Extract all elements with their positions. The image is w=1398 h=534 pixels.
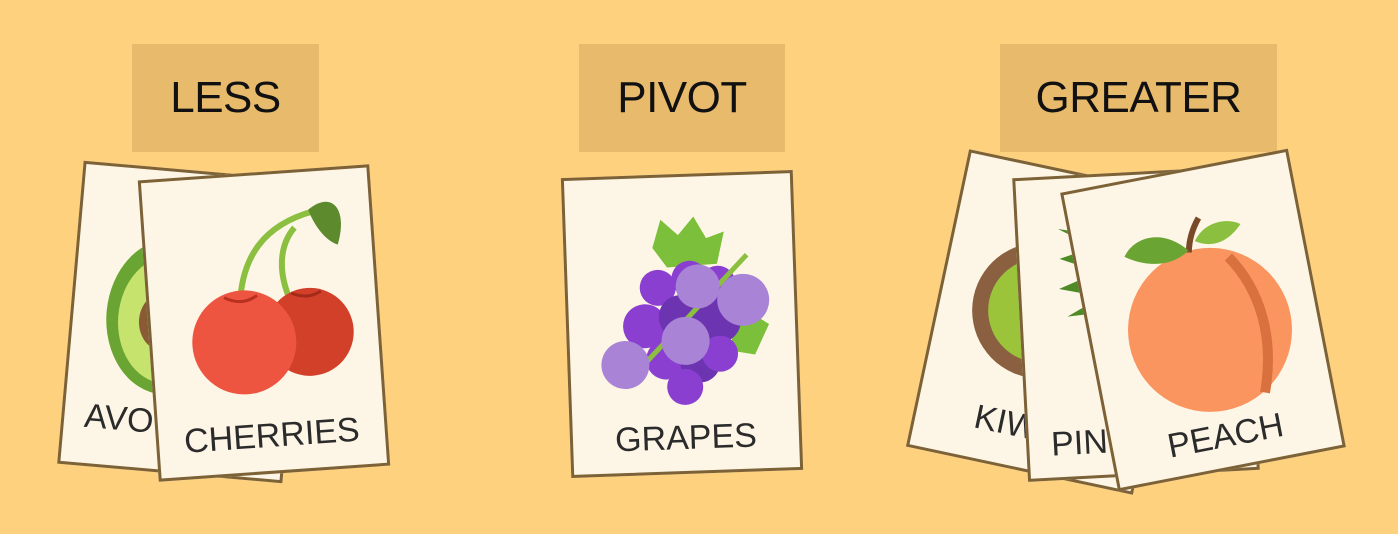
cherries-icon (192, 201, 354, 395)
peach-icon (1124, 216, 1293, 412)
fruit-card-peach[interactable]: PEACH (1060, 148, 1346, 492)
fruit-card-cherries[interactable]: CHERRIES (137, 164, 391, 482)
card-label: GRAPES (614, 416, 758, 460)
greater-group-label: GREATER (1000, 44, 1277, 152)
fruit-card-grapes[interactable]: GRAPES (560, 170, 804, 478)
grapes-icon (601, 216, 770, 405)
less-group-label: LESS (132, 44, 319, 152)
pivot-group-label: PIVOT (579, 44, 785, 152)
